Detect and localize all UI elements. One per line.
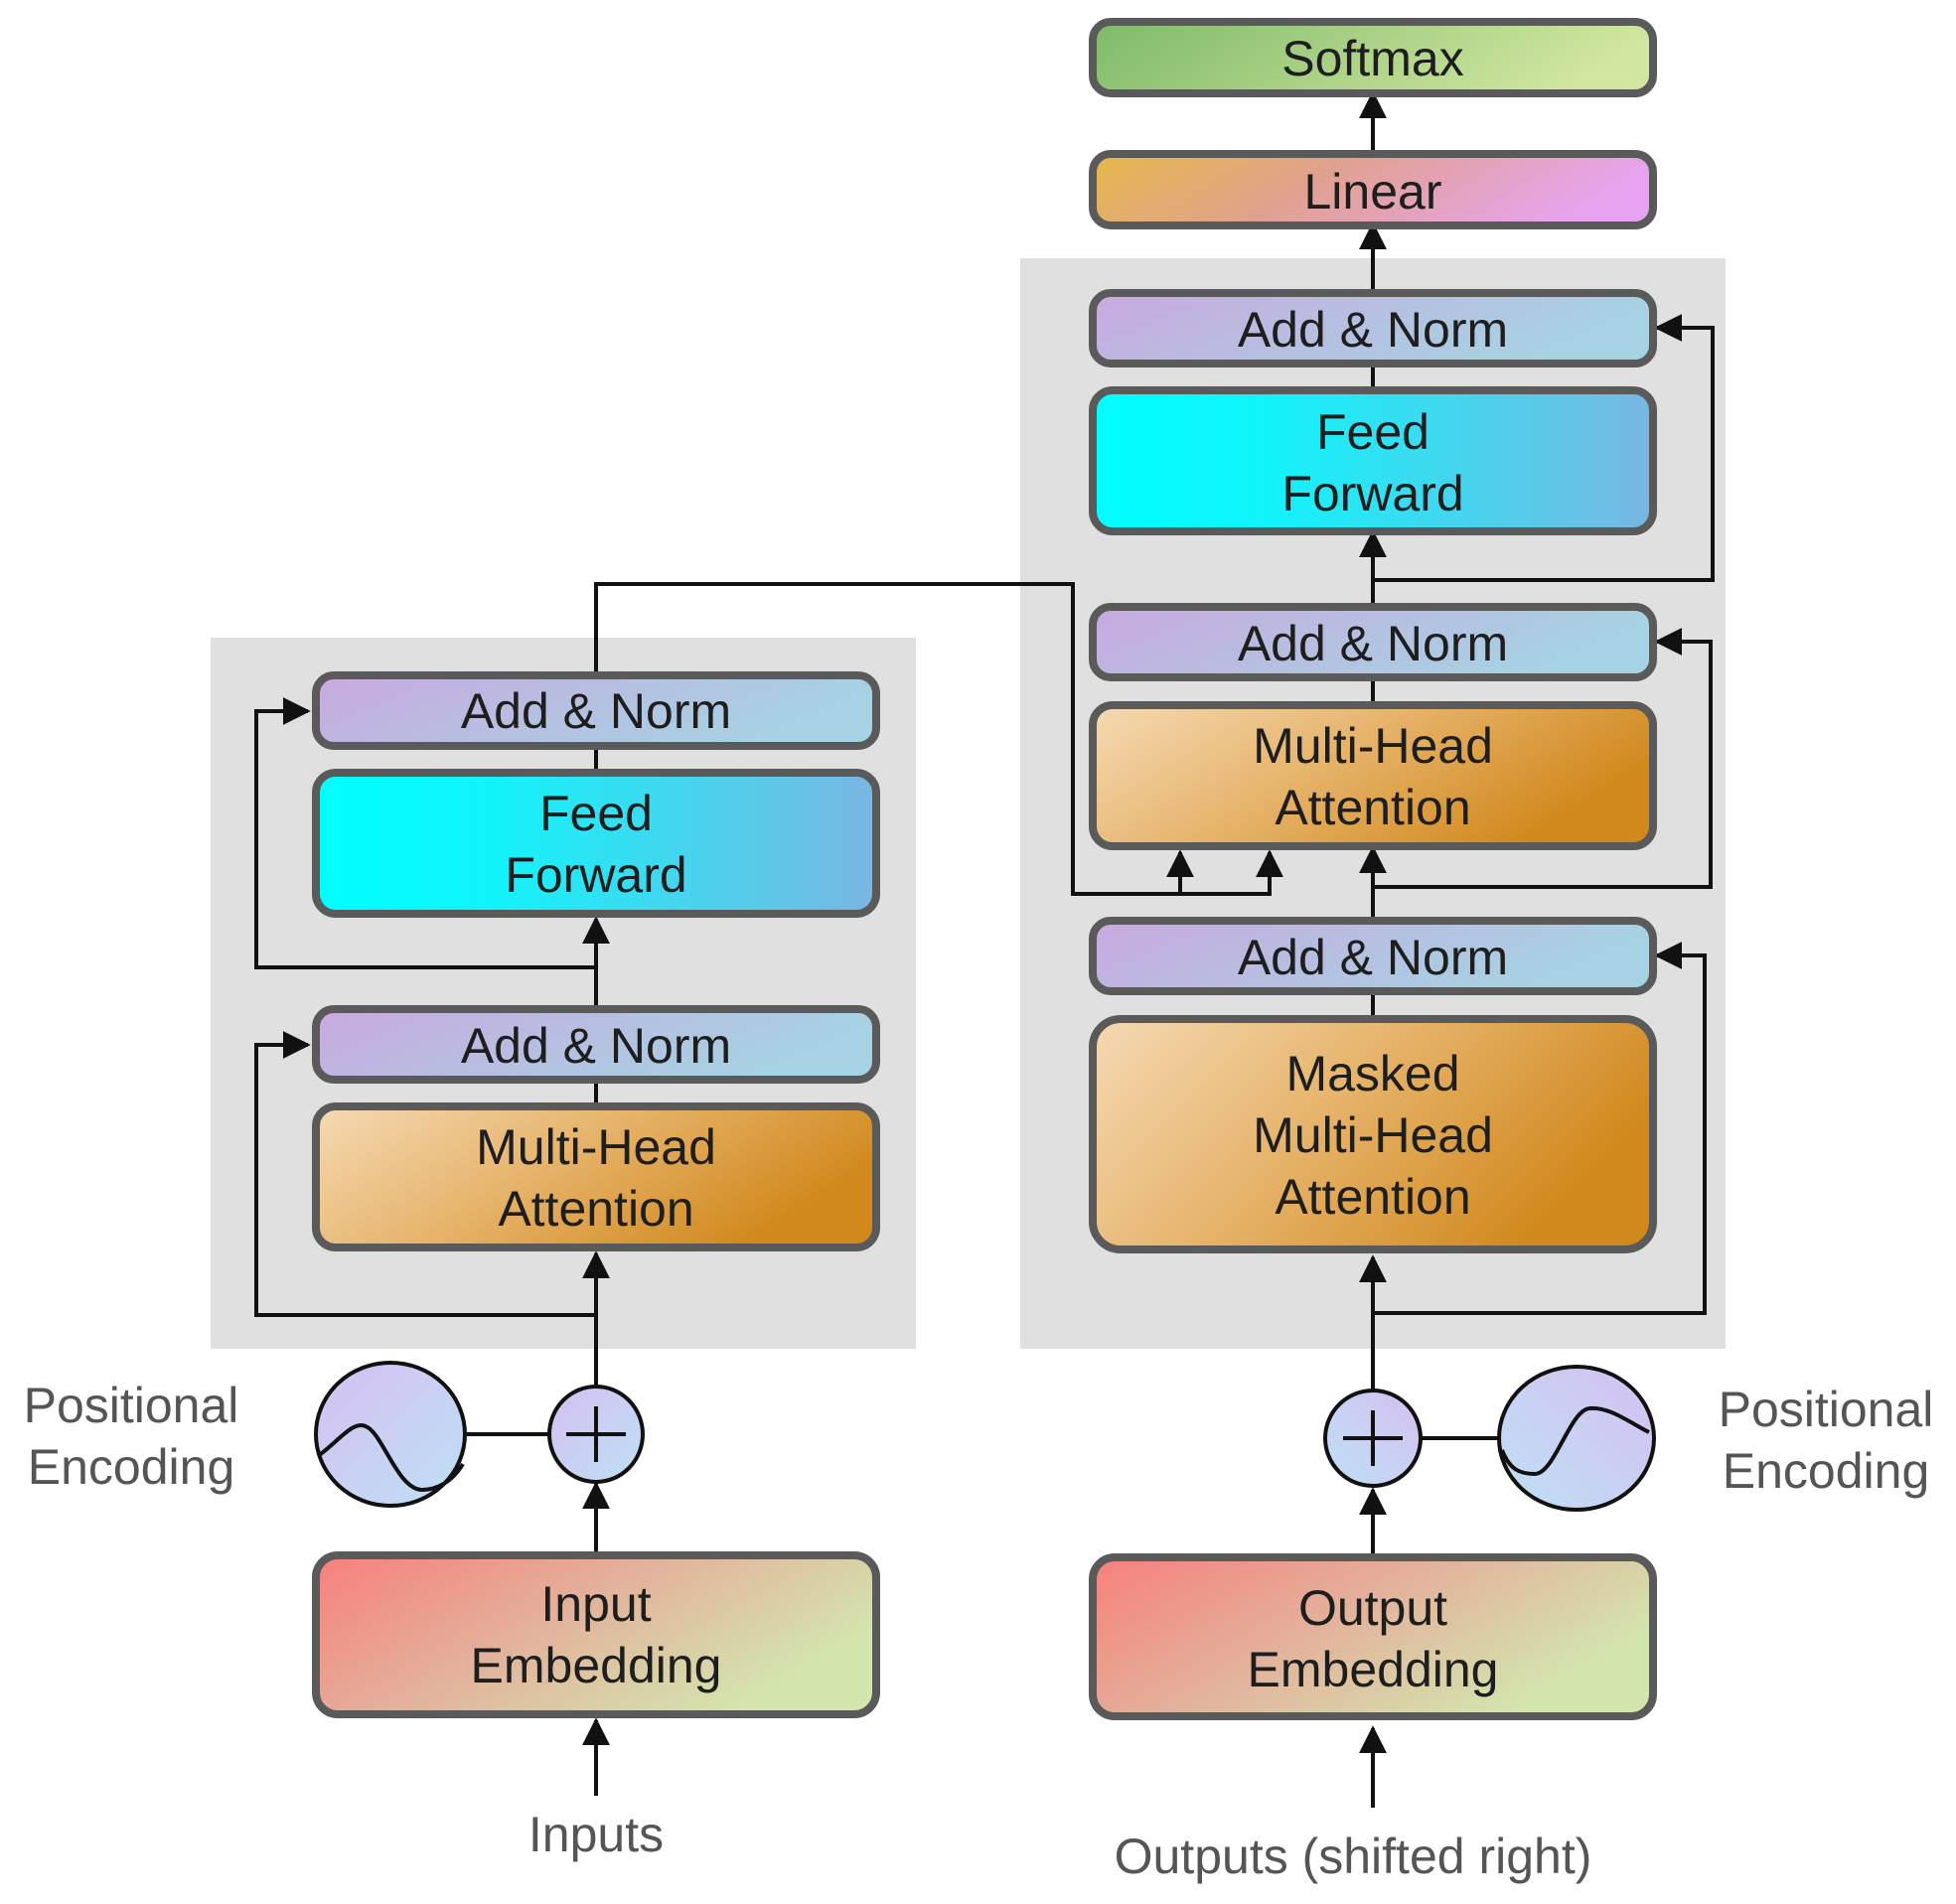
decoder-positional-encoding-icon: [1497, 1365, 1656, 1512]
encoder-attention-label-2: Attention: [498, 1181, 693, 1237]
encoder-feed-forward[interactable]: Feed Forward: [312, 769, 880, 918]
decoder-feed-forward-label-2: Forward: [1281, 466, 1463, 521]
encoder-add-norm-top[interactable]: Add & Norm: [312, 671, 880, 750]
encoder-add-norm-bottom-label: Add & Norm: [461, 1018, 731, 1074]
decoder-add-norm-bottom[interactable]: Add & Norm: [1089, 917, 1657, 995]
linear-label: Linear: [1304, 164, 1442, 220]
output-embedding-label-1: Output: [1298, 1580, 1447, 1636]
decoder-wires: [1359, 90, 1715, 1808]
decoder-add-norm-bottom-label: Add & Norm: [1238, 930, 1508, 985]
decoder-add-norm-middle[interactable]: Add & Norm: [1089, 603, 1657, 681]
encoder-add-norm-top-label: Add & Norm: [461, 683, 731, 739]
decoder-add-norm-middle-label: Add & Norm: [1238, 616, 1508, 671]
decoder-positional-encoding-label-2: Encoding: [1723, 1443, 1930, 1499]
decoder-feed-forward-label-1: Feed: [1316, 404, 1429, 460]
input-embedding-label-1: Input: [540, 1576, 651, 1632]
encoder-positional-encoding-icon: [314, 1361, 467, 1508]
encoder-multi-head-attention[interactable]: Multi-Head Attention: [312, 1102, 880, 1251]
encoder-positional-encoding-label-1: Positional: [24, 1378, 239, 1433]
encoder-feed-forward-label-2: Forward: [505, 847, 686, 903]
masked-attention-label-2: Multi-Head: [1253, 1107, 1493, 1163]
encoder-add-norm-bottom[interactable]: Add & Norm: [312, 1005, 880, 1084]
softmax-label: Softmax: [1281, 31, 1463, 86]
decoder-masked-multi-head-attention[interactable]: Masked Multi-Head Attention: [1089, 1015, 1657, 1253]
decoder-attention-label-1: Multi-Head: [1253, 718, 1493, 774]
decoder-add-norm-top[interactable]: Add & Norm: [1089, 289, 1657, 367]
decoder-positional-encoding-label-1: Positional: [1719, 1382, 1934, 1437]
decoder-feed-forward[interactable]: Feed Forward: [1089, 386, 1657, 535]
encoder-feed-forward-label-1: Feed: [539, 786, 653, 841]
encoder-positional-encoding-label-2: Encoding: [28, 1439, 235, 1495]
input-embedding-label-2: Embedding: [471, 1638, 722, 1693]
masked-attention-label-1: Masked: [1285, 1046, 1459, 1101]
softmax-box[interactable]: Softmax: [1089, 18, 1657, 97]
decoder-add-icon: [1323, 1389, 1423, 1488]
encoder-add-icon: [547, 1385, 645, 1484]
encoder-wires: [254, 582, 1283, 1796]
outputs-shifted-right-label: Outputs (shifted right): [1115, 1829, 1592, 1884]
masked-attention-label-3: Attention: [1275, 1169, 1470, 1225]
input-embedding[interactable]: Input Embedding: [312, 1551, 880, 1718]
linear-box[interactable]: Linear: [1089, 150, 1657, 229]
encoder-attention-label-1: Multi-Head: [476, 1119, 716, 1175]
decoder-attention-label-2: Attention: [1275, 780, 1470, 835]
decoder-add-norm-top-label: Add & Norm: [1238, 302, 1508, 358]
inputs-label: Inputs: [528, 1807, 664, 1862]
output-embedding[interactable]: Output Embedding: [1089, 1553, 1657, 1720]
output-embedding-label-2: Embedding: [1248, 1642, 1499, 1697]
decoder-multi-head-attention[interactable]: Multi-Head Attention: [1089, 701, 1657, 850]
